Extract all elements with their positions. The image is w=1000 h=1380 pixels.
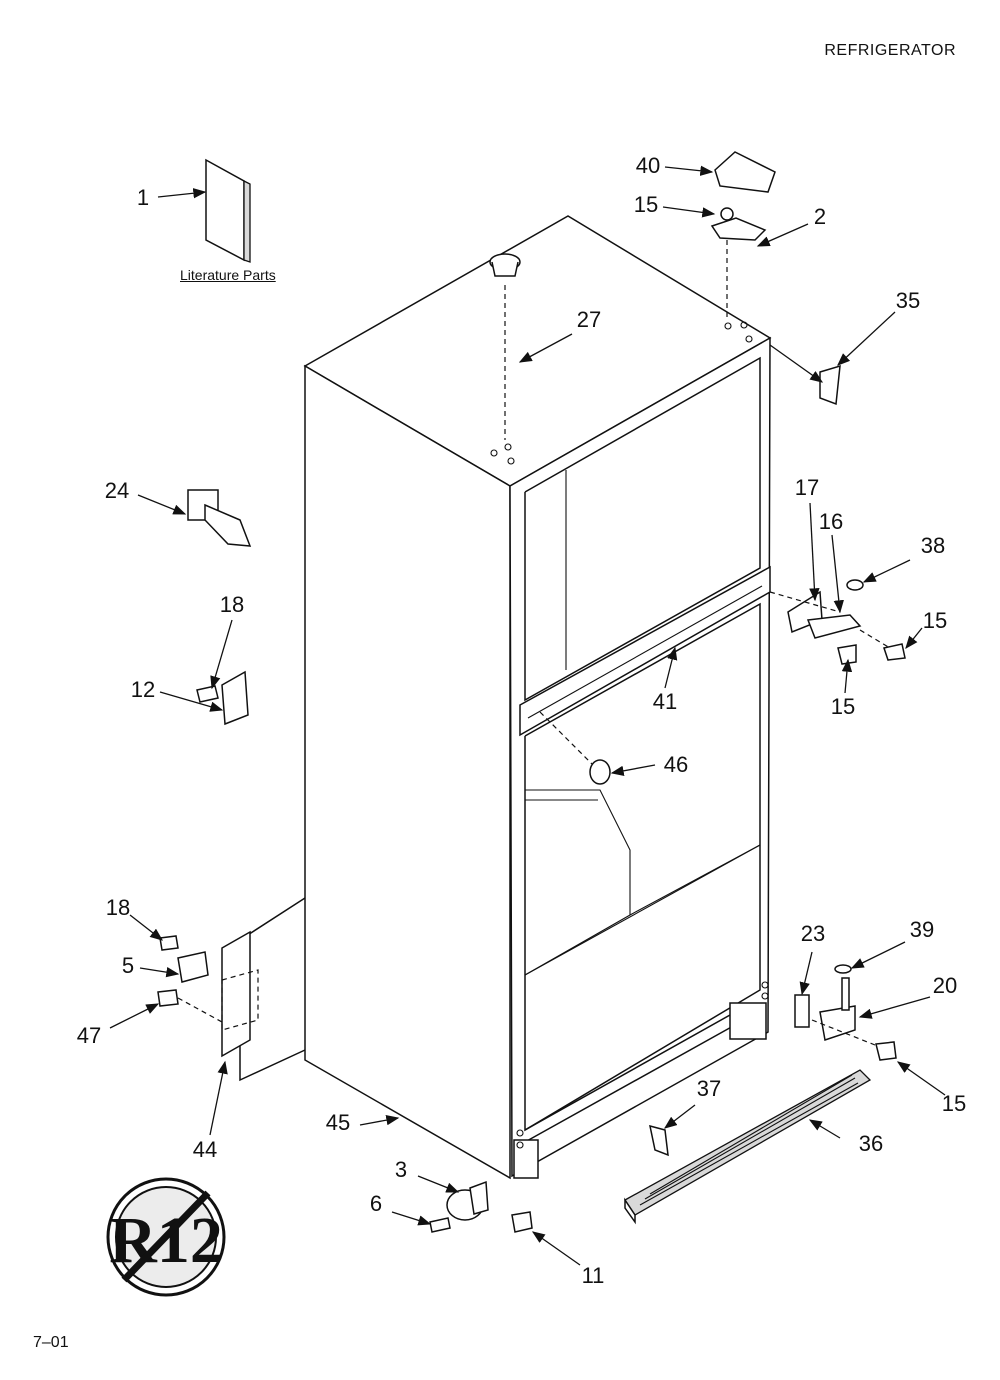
callout-label: 46 <box>663 752 689 777</box>
callout-label: 5 <box>121 953 135 978</box>
footer-code: 7–01 <box>33 1334 69 1351</box>
callout-label: 2 <box>813 204 827 229</box>
callout-label: 47 <box>76 1023 102 1048</box>
refrigerator-cabinet <box>303 215 772 1180</box>
callout-label: 15 <box>830 694 856 719</box>
callout-label: 18 <box>105 895 131 920</box>
plug-button <box>489 253 521 440</box>
callout-label: 24 <box>104 478 130 503</box>
callout-label: 1 <box>136 185 150 210</box>
literature-parts-label: Literature Parts <box>180 267 276 283</box>
hinge-bracket-left <box>196 670 249 726</box>
leveler-parts <box>429 1180 533 1233</box>
callout-label: 23 <box>800 921 826 946</box>
callout-label: 37 <box>696 1076 722 1101</box>
left-clip-parts <box>157 935 223 1023</box>
callout-label: 18 <box>219 592 245 617</box>
callout-label: 15 <box>922 608 948 633</box>
plug-46 <box>539 711 611 785</box>
callout-label: 17 <box>794 475 820 500</box>
door-stop-part <box>187 489 252 547</box>
callout-label: 3 <box>394 1157 408 1182</box>
leader-arrows <box>109 165 946 1266</box>
callout-label: 11 <box>581 1263 605 1288</box>
callout-label: 16 <box>818 509 844 534</box>
rear-bracket-assembly <box>221 897 306 1082</box>
callout-label: 36 <box>858 1131 884 1156</box>
literature-booklet <box>205 158 251 263</box>
top-hinge-parts <box>710 151 841 406</box>
callout-label: 20 <box>932 973 958 998</box>
callout-label: 15 <box>633 192 659 217</box>
callout-label: 6 <box>369 1191 383 1216</box>
callout-label: 39 <box>909 917 935 942</box>
callout-label: 45 <box>325 1110 351 1135</box>
callout-label: 27 <box>576 307 602 332</box>
no-r12-badge: R12 <box>106 1177 226 1297</box>
callout-label: 40 <box>635 153 661 178</box>
callout-label: 41 <box>652 689 678 714</box>
page-header-title: REFRIGERATOR <box>824 42 956 59</box>
callout-label: 44 <box>192 1137 218 1162</box>
callout-label: 35 <box>895 288 921 313</box>
callout-label: 12 <box>130 677 156 702</box>
callout-label: 15 <box>941 1091 967 1116</box>
toe-grille <box>624 1069 872 1225</box>
bottom-hinge-parts <box>794 964 897 1061</box>
callout-label: 38 <box>920 533 946 558</box>
